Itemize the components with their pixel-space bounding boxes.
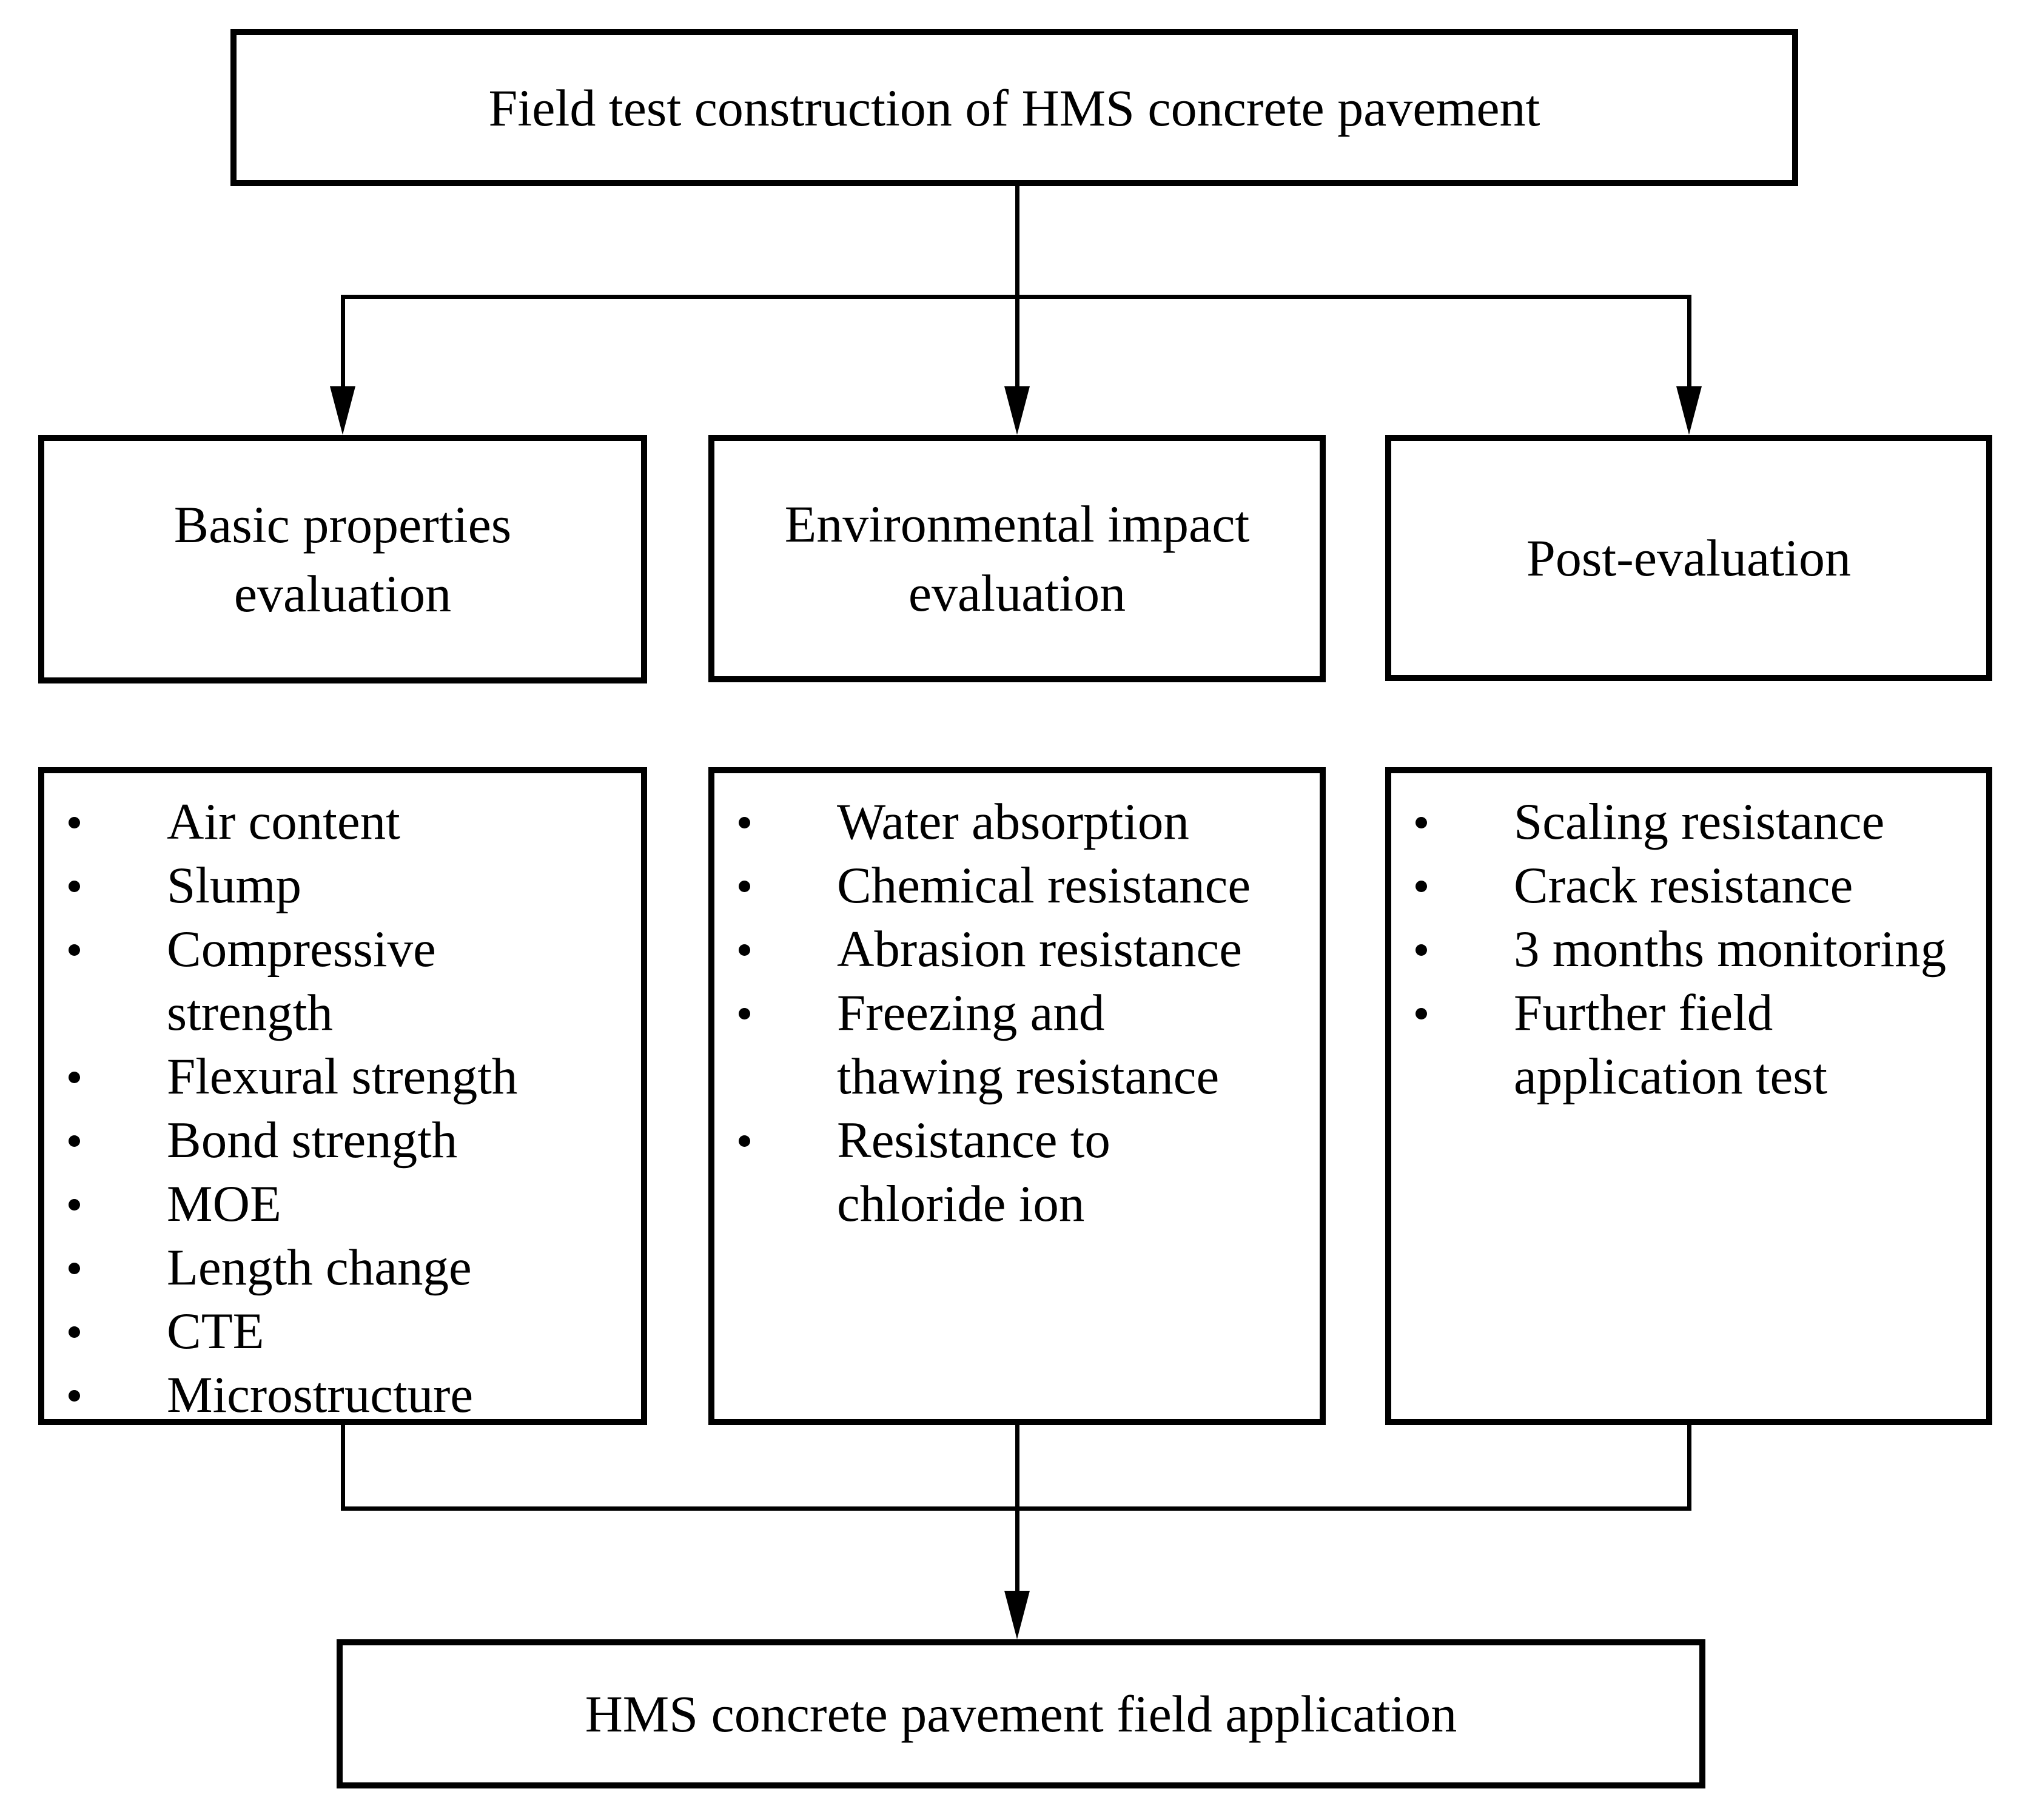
top-box-label: Field test construction of HMS concrete … — [488, 78, 1540, 137]
branch-box-basic-properties-label: Basic properties evaluation — [173, 495, 512, 623]
arrowhead-down-right-icon — [1676, 386, 1702, 435]
connector-bottom-left-stem — [341, 1425, 345, 1511]
list-item: Flexural strength — [44, 1045, 635, 1109]
list-item: Resistance to chloride ion — [714, 1109, 1314, 1236]
connector-bottom-center-stem — [1015, 1425, 1019, 1591]
branch-box-environmental-impact: Environmental impact evaluation — [708, 435, 1326, 682]
top-box: Field test construction of HMS concrete … — [230, 29, 1798, 186]
connector-top-left-stem — [341, 295, 345, 386]
list-item: Microstructure — [44, 1363, 635, 1427]
list-item: Compressive strength — [44, 918, 635, 1045]
branch-box-post-evaluation: Post-evaluation — [1385, 435, 1992, 681]
list-item: CTE — [44, 1300, 635, 1363]
list-item: Length change — [44, 1236, 635, 1300]
list-item: Abrasion resistance — [714, 918, 1314, 981]
connector-top-right-stem — [1687, 295, 1691, 386]
list-item: Air content — [44, 790, 635, 854]
arrowhead-down-center-icon — [1004, 386, 1030, 435]
bottom-box: HMS concrete pavement field application — [337, 1639, 1705, 1788]
list-item: 3 months monitoring — [1391, 918, 1980, 981]
connector-top-branch — [341, 295, 1691, 299]
arrowhead-down-bottom-icon — [1004, 1591, 1030, 1639]
list-item: Chemical resistance — [714, 854, 1314, 918]
branch-box-environmental-impact-label: Environmental impact evaluation — [784, 495, 1250, 622]
branch-box-basic-properties: Basic properties evaluation — [38, 435, 647, 683]
connector-bottom-right-stem — [1687, 1425, 1691, 1511]
list-item: Further field application test — [1391, 981, 1980, 1109]
connector-title-stem — [1015, 186, 1019, 386]
list-item: MOE — [44, 1172, 635, 1236]
branch-box-post-evaluation-label: Post-evaluation — [1526, 529, 1852, 587]
list-item: Water absorption — [714, 790, 1314, 854]
arrowhead-down-left-icon — [330, 386, 355, 435]
list-item: Crack resistance — [1391, 854, 1980, 918]
bottom-box-label: HMS concrete pavement field application — [585, 1685, 1457, 1743]
list-item: Bond strength — [44, 1109, 635, 1172]
list-item: Freezing and thawing resistance — [714, 981, 1314, 1109]
list-item: Scaling resistance — [1391, 790, 1980, 854]
list-item: Slump — [44, 854, 635, 918]
